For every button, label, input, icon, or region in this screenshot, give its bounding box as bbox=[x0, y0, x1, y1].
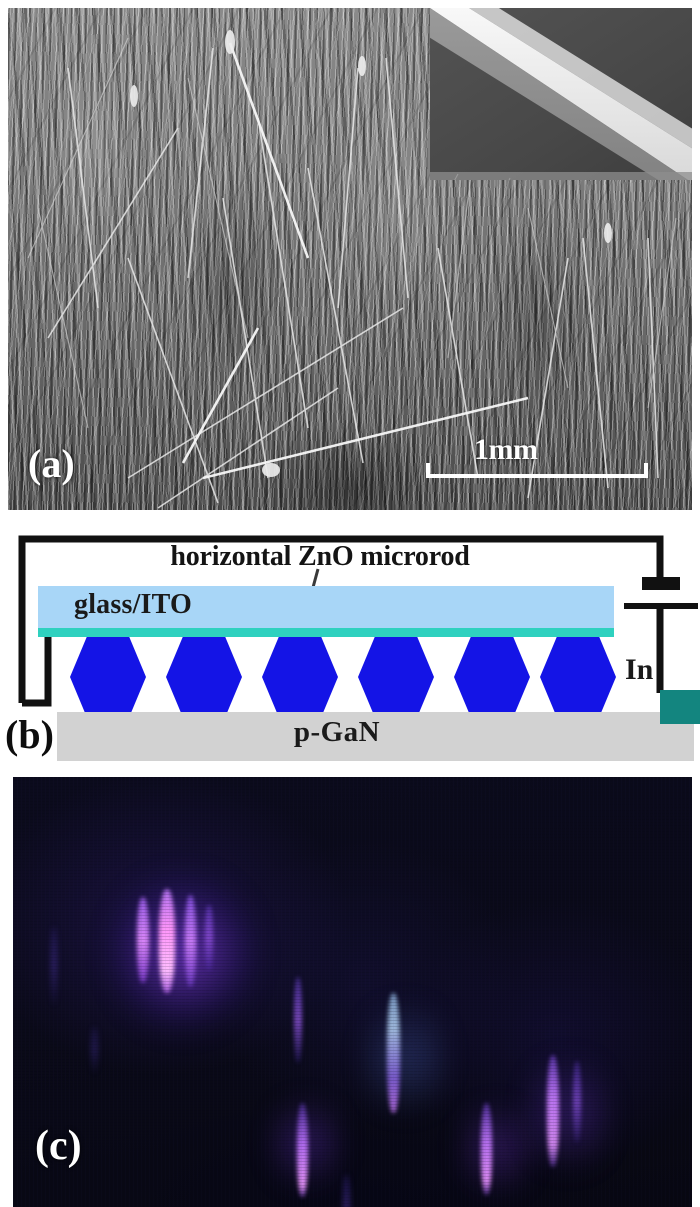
sem-high-magnification-inset bbox=[430, 8, 692, 180]
el-emission-streak bbox=[297, 1103, 308, 1197]
el-emission-streak bbox=[573, 1061, 581, 1143]
el-emission-streak-faint bbox=[51, 927, 57, 1005]
p-gan-substrate bbox=[57, 712, 694, 761]
el-emission-streak bbox=[137, 897, 149, 983]
ito-layer bbox=[38, 628, 614, 637]
el-emission-streak-brightest bbox=[159, 889, 175, 993]
zno-microrod-hexagon bbox=[262, 637, 338, 717]
scale-bar-line bbox=[426, 474, 648, 478]
zno-microrod-hexagon bbox=[454, 637, 530, 717]
panel-b-label: (b) bbox=[5, 712, 54, 757]
indium-electrode-label: In bbox=[625, 653, 654, 686]
scale-bar-cap-left bbox=[426, 463, 430, 478]
sem-long-rods bbox=[27, 30, 677, 509]
el-halo bbox=[109, 869, 257, 1037]
el-emission-streak bbox=[205, 905, 213, 971]
panel-a-label: (a) bbox=[28, 441, 75, 486]
zno-microrod-hexagon bbox=[166, 637, 242, 717]
zno-microrod-hexagon bbox=[540, 637, 616, 717]
p-gan-label: p-GaN bbox=[293, 716, 381, 748]
zno-microrod-hexagon bbox=[358, 637, 434, 717]
el-emission-streak-faint bbox=[343, 1175, 350, 1207]
el-emission-streak bbox=[294, 977, 302, 1063]
microrod-label: horizontal ZnO microrod bbox=[170, 541, 470, 572]
scale-bar-label: 1mm bbox=[474, 433, 538, 466]
panel-a-sem-micrograph: 1mm (a) bbox=[8, 8, 692, 510]
single-microrod-inset-image bbox=[430, 8, 692, 180]
el-emission-streak bbox=[481, 1103, 492, 1195]
el-halo bbox=[461, 1089, 531, 1207]
glass-layer bbox=[38, 586, 614, 628]
scale-bar-cap-right bbox=[644, 463, 648, 478]
el-emission-streak bbox=[185, 895, 196, 987]
el-emission-streak bbox=[547, 1055, 559, 1167]
indium-electrode bbox=[660, 690, 700, 724]
el-halo bbox=[527, 1039, 609, 1189]
el-emission-streak-bluish bbox=[387, 993, 400, 1113]
panel-c-label: (c) bbox=[35, 1123, 82, 1169]
el-sensor-noise bbox=[13, 777, 692, 1207]
zno-microrod-hexagon bbox=[70, 637, 146, 717]
panel-b-device-schematic: horizontal ZnO microrod glass/ITO p-GaN … bbox=[0, 525, 700, 763]
glass-ito-label: glass/ITO bbox=[74, 589, 192, 620]
el-halo bbox=[365, 983, 445, 1133]
scale-bar bbox=[426, 463, 648, 478]
panel-c-electroluminescence: (c) bbox=[13, 777, 692, 1207]
el-emission-streak-faint bbox=[91, 1027, 98, 1073]
